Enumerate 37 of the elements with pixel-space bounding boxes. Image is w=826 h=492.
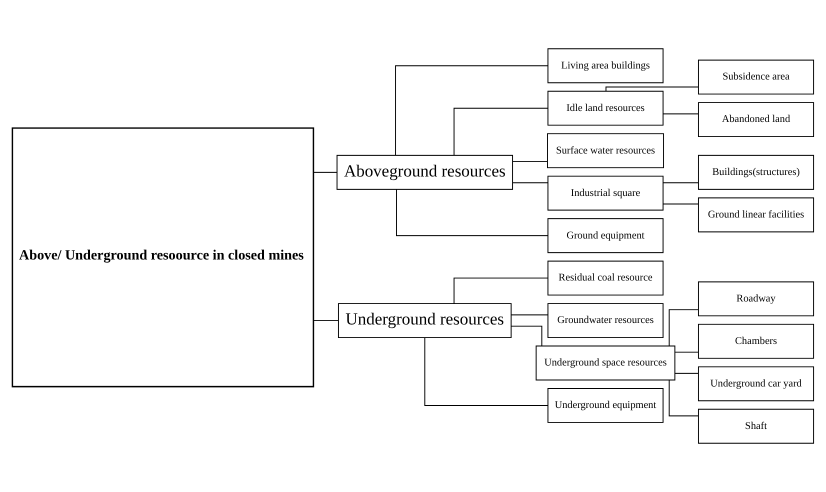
node-box: Surface water resources	[547, 133, 664, 168]
connector	[454, 108, 548, 156]
node-box: Underground equipment	[547, 388, 664, 423]
connector	[662, 182, 699, 184]
node-box: Living area buildings	[547, 48, 664, 84]
node-box: Underground car yard	[698, 366, 814, 402]
connector	[454, 278, 548, 304]
connector	[313, 172, 338, 173]
connector	[674, 352, 699, 353]
node-box: Residual coal resource	[547, 260, 664, 296]
connector	[668, 380, 699, 416]
node-box: Buildings(structures)	[698, 154, 814, 190]
connector	[510, 314, 548, 316]
connector	[396, 189, 548, 236]
node-box: Idle land resources	[547, 90, 664, 126]
connector	[512, 161, 548, 162]
node-box: Shaft	[698, 408, 814, 444]
node-box: Chambers	[698, 324, 814, 359]
node-box: Underground resources	[338, 303, 512, 338]
node-box: Above/ Underground resoource in closed mines	[12, 127, 314, 388]
connector	[674, 372, 699, 374]
node-box: Underground space resources	[536, 346, 676, 380]
node-box: Subsidence area	[698, 60, 814, 95]
connector	[395, 65, 548, 156]
node-box: Groundwater resources	[547, 303, 664, 338]
node-box: Ground equipment	[547, 218, 664, 254]
connector	[510, 326, 542, 346]
node-box: Industrial square	[547, 176, 664, 211]
connector	[313, 320, 339, 322]
connector	[512, 182, 548, 184]
node-box: Aboveground resources	[336, 154, 514, 190]
connector	[424, 337, 548, 406]
connector	[662, 113, 699, 114]
node-box: Ground linear facilities	[698, 197, 814, 232]
node-box: Abandoned land	[698, 102, 814, 137]
connector	[668, 309, 699, 346]
node-box: Roadway	[698, 281, 814, 316]
